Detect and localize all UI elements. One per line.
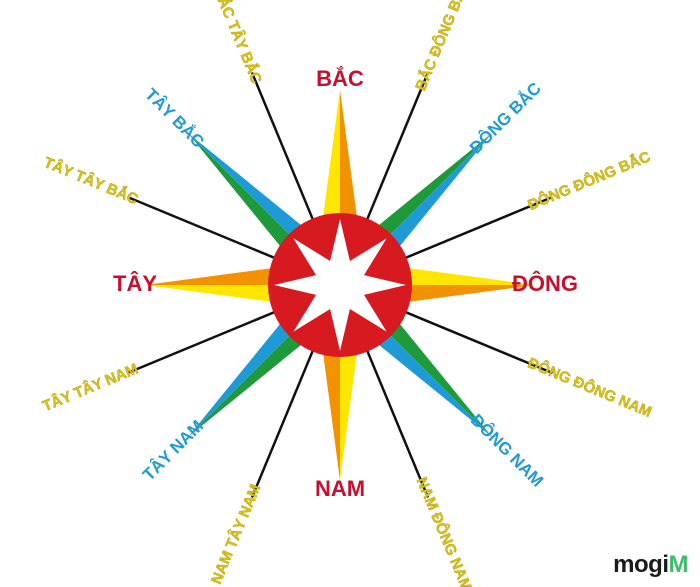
line-ssw [250,339,319,498]
mogi-logo: mogiM [613,551,688,579]
line-nnw [250,72,319,231]
label-wsw: TÂY TÂY NAM [40,360,141,416]
line-wnw [127,195,286,264]
direction-lines [127,72,553,498]
label-se: ĐÔNG NAM [467,410,547,490]
line-ene [394,195,553,264]
label-s: NAM [315,476,365,501]
label-ne: ĐÔNG BẮC [466,79,545,158]
label-w: TÂY [113,271,157,296]
compass-center [268,213,412,357]
line-ese [394,306,553,375]
line-nne [361,72,430,231]
label-wnw: TÂY TÂY BẮC [41,153,141,208]
label-n: BẮC [316,66,364,91]
label-sw: TÂY NAM [139,416,207,484]
label-e: ĐÔNG [512,271,578,296]
center-star [274,219,406,351]
line-wsw [127,306,286,375]
label-nne: BẮC ĐÔNG BẮC [411,0,473,93]
label-ene: ĐÔNG ĐÔNG BẮC [525,147,653,214]
label-nw: TÂY BẮC [141,85,208,152]
line-sse [361,339,430,498]
label-sse: NAM ĐÔNG NAM [413,474,476,587]
label-ese: ĐÔNG ĐÔNG NAM [525,354,654,421]
label-ssw: NAM TÂY NAM [207,481,264,586]
logo-mark: M [668,551,689,578]
logo-text: mogi [613,551,669,578]
label-nnw: BẮC TÂY BẮC [210,0,266,86]
